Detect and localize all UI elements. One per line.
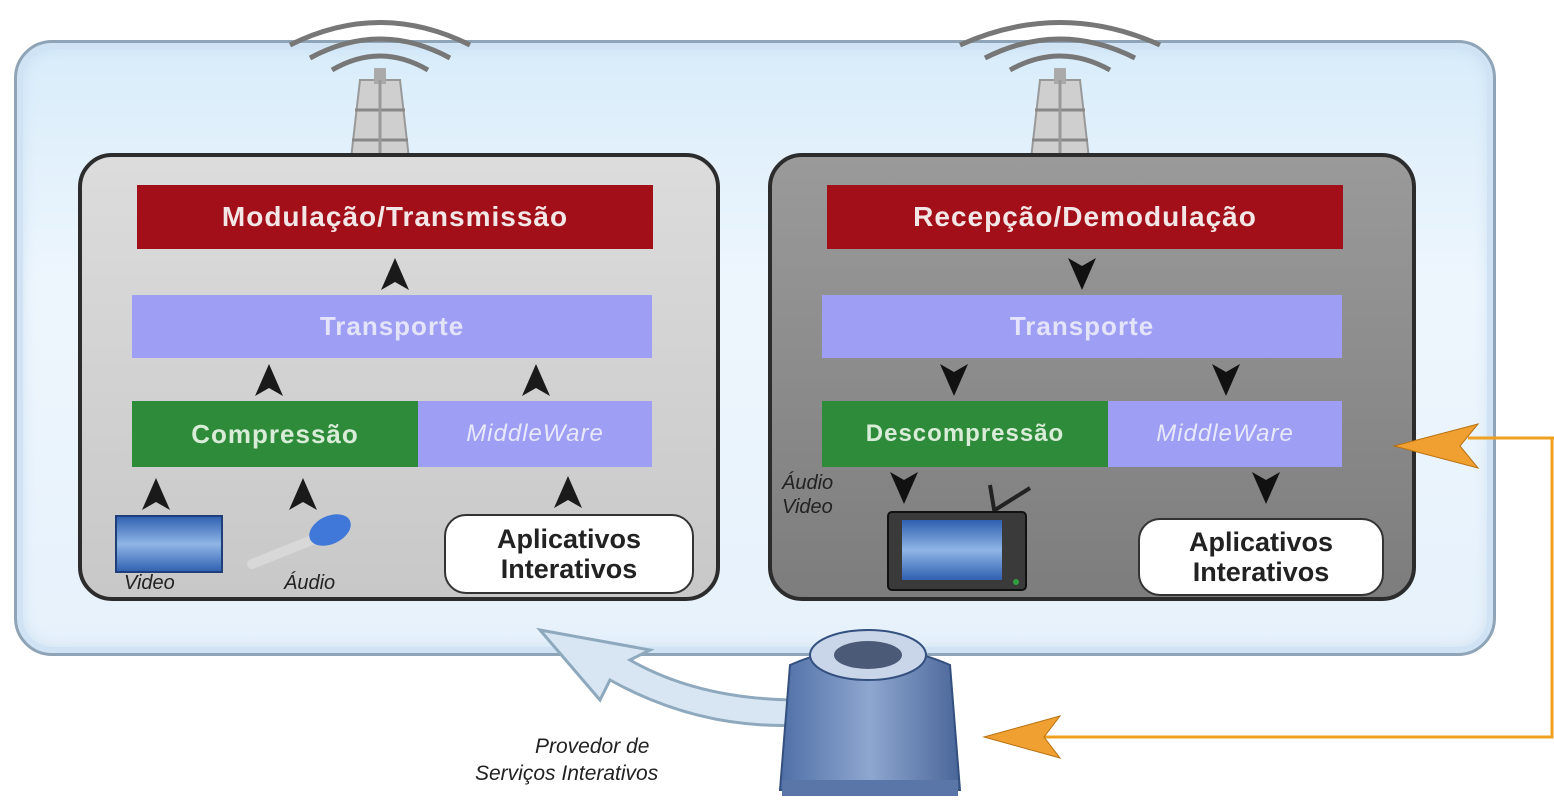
arrow-up-icon [289,478,317,510]
arrow-up-icon [381,258,409,290]
return-channel [982,423,1554,759]
server-icon [778,629,962,796]
decompression-box: Descompressão [822,401,1108,467]
apps-label-line2: Interativos [1192,557,1330,587]
audio-label-left: Áudio [284,572,336,594]
arrow-down-icon [890,472,918,504]
middleware-box-left: MiddleWare [418,401,652,467]
arrow-left-icon [982,715,1062,759]
transport-box-right: Transporte [822,295,1342,358]
apps-label-line1: Aplicativos [1188,527,1334,557]
interactive-apps-box-left: Aplicativos Interativos [444,514,694,594]
arrow-down-icon [1252,472,1280,504]
audio-label-right: Áudio [782,472,834,494]
middleware-box-right: MiddleWare [1108,401,1342,467]
transport-box-left: Transporte [132,295,652,358]
arrow-down-icon [1068,258,1096,290]
video-label-left: Video [124,572,175,594]
arrow-up-icon [522,364,550,396]
provider-label-line1: Provedor de [535,735,650,758]
video-label-right: Video [782,496,833,518]
reception-box: Recepção/Demodulação [827,185,1343,249]
arrow-left-icon [1392,423,1480,469]
compression-box: Compressão [132,401,418,467]
tv-set-icon [887,484,1032,591]
arrow-down-icon [940,364,968,396]
arrow-up-icon [255,364,283,396]
arrow-up-icon [554,476,582,508]
modulation-box: Modulação/Transmissão [137,185,653,249]
microphone-icon [247,514,351,569]
provider-label-line2: Serviços Interativos [475,762,659,785]
arrows-receiver [890,258,1280,504]
video-screen-icon [115,515,223,573]
return-arrow-icon [536,627,802,727]
arrow-down-icon [1212,364,1240,396]
apps-label-line1: Aplicativos [496,524,642,554]
arrows-transmitter [142,258,582,510]
arrow-up-icon [142,478,170,510]
interactive-apps-box-right: Aplicativos Interativos [1138,518,1384,596]
apps-label-line2: Interativos [500,554,638,584]
